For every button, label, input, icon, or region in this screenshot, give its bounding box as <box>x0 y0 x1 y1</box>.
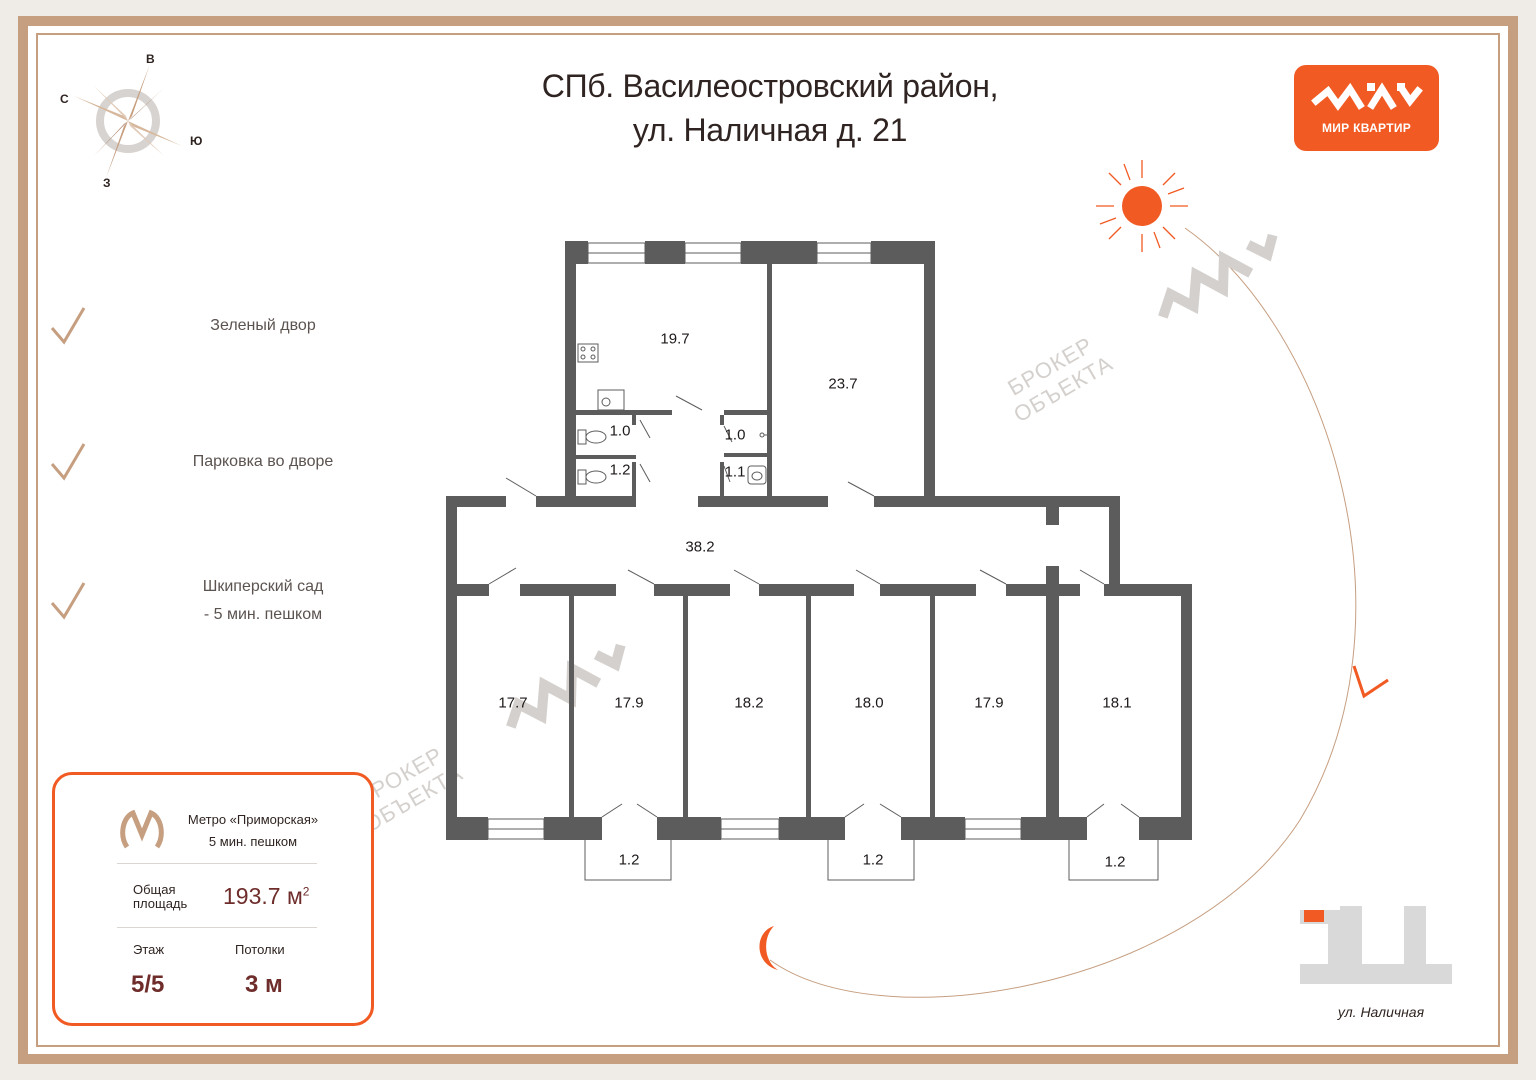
compass-west: С <box>60 92 69 106</box>
room-kitchen-area: 19.7 <box>660 330 690 348</box>
feature-text: Шкиперский сад- 5 мин. пешком <box>202 578 324 623</box>
divider <box>117 927 317 928</box>
moon-icon <box>759 926 778 970</box>
corridor-area: 38.2 <box>685 538 715 556</box>
room-big-area: 23.7 <box>828 375 858 393</box>
page-title: СПб. Василеостровский район, ул. Налична… <box>420 64 1120 152</box>
floor-value: 5/5 <box>131 971 165 998</box>
compass-east: Ю <box>190 134 203 148</box>
feature-text: Парковка во дворе <box>192 453 334 470</box>
check-icon <box>50 443 86 481</box>
room1-area: 17.7 <box>498 694 528 712</box>
balcony2-area: 1.2 <box>862 851 884 869</box>
ceiling-label: Потолки <box>235 942 285 957</box>
room5-area: 17.9 <box>974 694 1004 712</box>
balcony3-area: 1.2 <box>1104 853 1126 871</box>
inner-frame <box>36 33 1500 1047</box>
watermark-logo-icon <box>1158 233 1278 319</box>
title-line-2: ул. Наличная д. 21 <box>632 112 908 148</box>
feature-text: Зеленый двор <box>210 317 316 334</box>
room4-area: 18.0 <box>854 694 884 712</box>
compass-rose-icon <box>74 66 182 178</box>
bath4-area: 1.1 <box>724 463 746 481</box>
metro-station: Метро «Приморская» 5 мин. пешком <box>187 812 319 849</box>
total-area: 193.7 м2 <box>223 883 310 909</box>
compass-north: В <box>146 52 155 66</box>
compass-south: З <box>103 176 111 190</box>
divider <box>117 863 317 864</box>
check-icon <box>50 307 86 345</box>
title-line-1: СПб. Василеостровский район, <box>541 68 999 104</box>
check-icon <box>50 582 86 620</box>
logo-mark-icon <box>1311 82 1423 111</box>
metro-icon <box>120 809 164 849</box>
sun-icon <box>1096 160 1188 252</box>
building-location-map <box>1300 906 1452 984</box>
bath2-area: 1.2 <box>609 461 631 479</box>
balcony1-area: 1.2 <box>618 851 640 869</box>
ceiling-value: 3 м <box>245 971 283 998</box>
bath1-area: 1.0 <box>609 422 631 440</box>
floor-label: Этаж <box>133 942 165 957</box>
brand-logo: МИР КВАРТИР <box>1294 65 1439 151</box>
street-label: ул. Наличная <box>1337 1004 1425 1020</box>
logo-text: МИР КВАРТИР <box>1321 121 1412 135</box>
room2-area: 17.9 <box>614 694 644 712</box>
room3-area: 18.2 <box>734 694 764 712</box>
room6-area: 18.1 <box>1102 694 1132 712</box>
bath3-area: 1.0 <box>724 426 746 444</box>
